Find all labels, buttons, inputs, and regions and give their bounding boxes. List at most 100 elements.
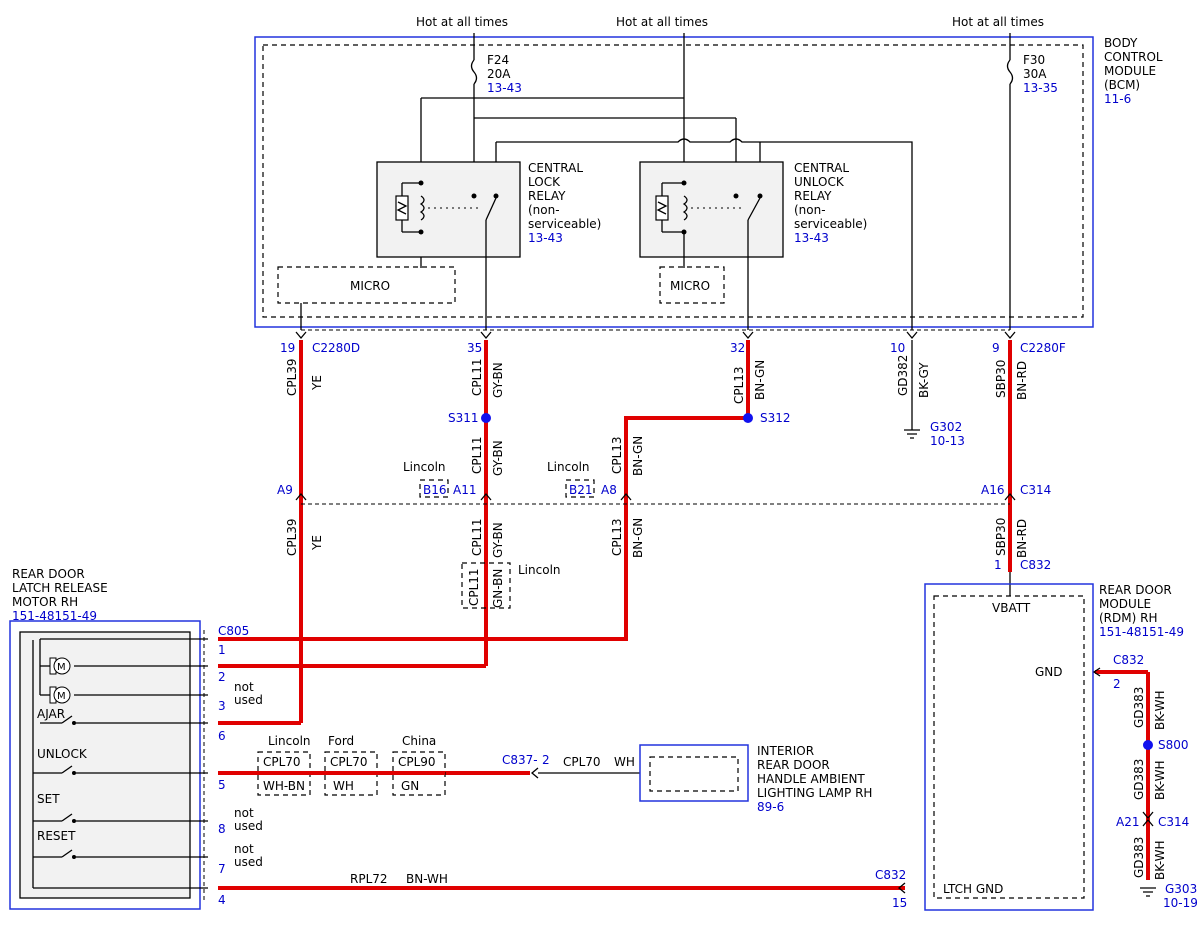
wire-cpl11-upper: CPL11 [470,358,484,396]
rdm-outline [924,583,1094,911]
lock-relay-ref: 13-43 [528,231,563,245]
c2280d-label: C2280D [312,341,360,355]
ground-g303: G303 [1165,882,1197,896]
c2280-pin-arrows [295,331,1016,340]
not-used-7b: used [234,855,263,869]
pin-19: 19 [280,341,295,355]
lamp-outline [639,744,749,802]
wire-sbp30-upper: SBP30 [994,360,1008,398]
ground-g303-ref: 10-19 [1163,896,1198,910]
pin-9: 9 [992,341,1000,355]
variant-china-circuit: CPL90 [398,755,436,769]
unlock-relay-l5: serviceable) [794,217,867,231]
wire-bkwh-b: BK-WH [1153,760,1167,800]
c832-pin-2: 2 [1113,677,1121,691]
c832-bottom-name: C832 [875,868,906,882]
pin-32: 32 [730,341,745,355]
c805-pin-7: 7 [218,862,226,876]
variant-ford-color: WH [333,779,354,793]
rdm-ref: 151-48151-49 [1099,625,1184,639]
motor-outline [9,620,201,910]
wire-bnrd-lower: BN-RD [1015,519,1029,558]
c314-pin-a11: A11 [453,483,476,497]
wire-cpl39-lower: CPL39 [285,518,299,556]
unlock-relay-ref: 13-43 [794,231,829,245]
wire-bngn-mid: BN-GN [631,436,645,476]
micro-label-1: MICRO [350,279,390,293]
wire-gd382: GD382 [896,355,910,396]
rdm-gnd: GND [1035,665,1063,679]
unlock-relay-l3: RELAY [794,189,832,203]
motor-inner [19,631,191,899]
unlock-relay-l1: CENTRAL [794,161,849,175]
motor-internal-wiring: M M [32,638,208,889]
bcm-ref: 11-6 [1104,92,1131,106]
wire-gnbn-variant: GN-BN [491,569,505,608]
c314-pin-a9: A9 [277,483,293,497]
lincoln-variant-box [461,562,511,609]
rdm-inner [933,595,1085,899]
bcm-outline [254,36,1094,328]
variant-china-color: GN [401,779,419,793]
variant-lincoln-circuit: CPL70 [263,755,301,769]
variant-lincoln: Lincoln [268,734,311,748]
not-used-8a: not [234,806,254,820]
c314-pin-a16: A16 [981,483,1004,497]
fuse-f30-ref: 13-35 [1023,81,1058,95]
wire-gd383-b: GD383 [1132,759,1146,800]
bcm-title-1: BODY [1104,36,1138,50]
fuse-f24-name: F24 [487,53,509,67]
lamp-ref: 89-6 [757,800,784,814]
motor-ref: 151-48151-49 [12,609,97,623]
lamp-title-1: INTERIOR [757,744,814,758]
wire-gybn-upper: GY-BN [491,362,505,398]
unlock-relay-l2: UNLOCK [794,175,845,189]
c837-name: C837- [502,753,538,767]
c832-pin-15: 15 [892,896,907,910]
ground-g303-icon [1140,887,1156,897]
rdm-vbatt: VBATT [992,601,1031,615]
c314-pin-b21: B21 [569,483,593,497]
wire-gybn-lower: GY-BN [491,522,505,558]
c314-name: C314 [1020,483,1051,497]
lamp-title-2: REAR DOOR [757,758,830,772]
central-lock-relay [376,161,521,330]
rdm-ltch-gnd: LTCH GND [943,882,1003,896]
splice-s311: S311 [448,411,479,425]
not-used-7a: not [234,842,254,856]
splice-s800: S800 [1158,738,1189,752]
lock-relay-l4: (non- [528,203,560,217]
c805-pin-3: 3 [218,699,226,713]
wire-gd383-a: GD383 [1132,687,1146,728]
wire-gd383-c: GD383 [1132,837,1146,878]
wire-bkwh-a: BK-WH [1153,690,1167,730]
bcm-title-4: (BCM) [1104,78,1140,92]
motor-title-2: LATCH RELEASE [12,581,108,595]
pin-35: 35 [467,341,482,355]
c805-pin-8: 8 [218,822,226,836]
switch-set: SET [37,792,60,806]
wire-bkgy: BK-GY [917,362,931,398]
c832-gnd-name: C832 [1113,653,1144,667]
micro-label-2: MICRO [670,279,710,293]
fuse-f30-name: F30 [1023,53,1045,67]
splice-s311-dot [481,413,491,423]
c805-pin-5: 5 [218,778,226,792]
wire-cpl70-lamp: CPL70 [563,755,601,769]
hot-label-3: Hot at all times [952,15,1044,29]
ground-g302-ref: 10-13 [930,434,965,448]
not-used-8b: used [234,819,263,833]
micro-box-1 [277,266,456,304]
bcm-title-2: CONTROL [1104,50,1163,64]
switch-reset: RESET [37,829,76,843]
splice-s800-dot [1143,740,1153,750]
not-used-3b: used [234,693,263,707]
c2280f-label: C2280F [1020,341,1066,355]
c805-name: C805 [218,624,249,638]
fuse-f24-amps: 20A [487,67,511,81]
c805-pin-6: 6 [218,729,226,743]
motor-title-3: MOTOR RH [12,595,78,609]
hot-label-1: Hot at all times [416,15,508,29]
central-unlock-relay [639,161,784,330]
ground-g302-icon [904,429,920,439]
